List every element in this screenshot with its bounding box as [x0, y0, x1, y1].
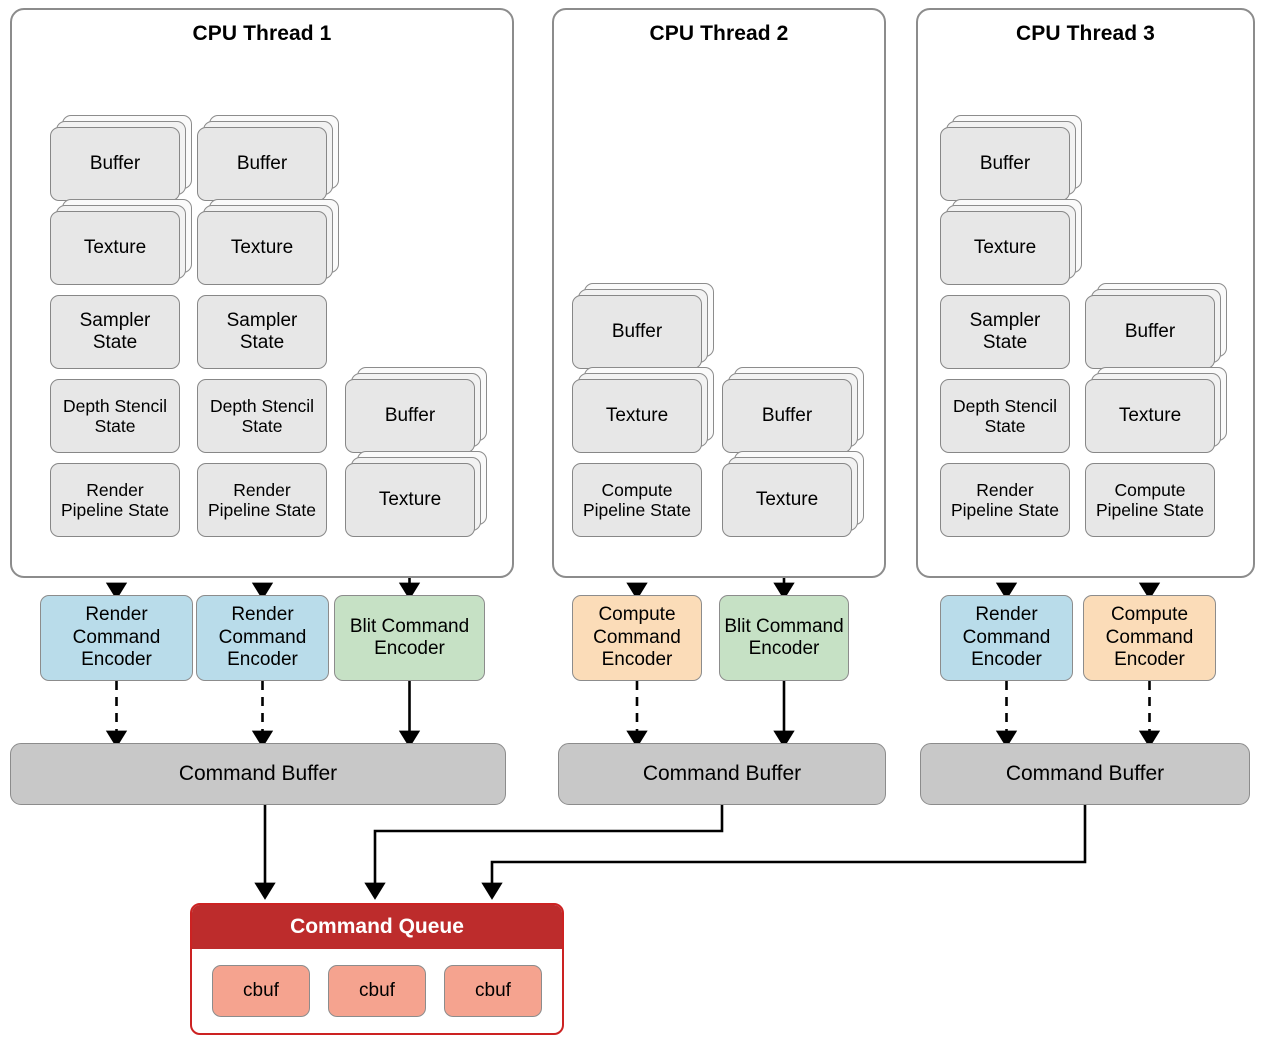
command-queue-items: cbuf cbuf cbuf [192, 949, 562, 1033]
resource-card[interactable]: Buffer [197, 115, 339, 201]
render-command-encoder[interactable]: Render Command Encoder [940, 595, 1073, 681]
command-buffer-1[interactable]: Command Buffer [10, 743, 506, 805]
blit-command-encoder[interactable]: Blit Command Encoder [719, 595, 849, 681]
queue-cbuf-item[interactable]: cbuf [328, 965, 426, 1017]
resource-card-label: Sampler State [50, 295, 180, 369]
resource-card-label: Depth Stencil State [197, 379, 327, 453]
resource-card[interactable]: Render Pipeline State [197, 463, 327, 537]
resource-card[interactable]: Texture [197, 199, 339, 285]
resource-card[interactable]: Render Pipeline State [50, 463, 180, 537]
resource-card-label: Texture [197, 211, 327, 285]
resource-card[interactable]: Texture [572, 367, 714, 453]
resource-card[interactable]: Texture [345, 451, 487, 537]
blit-command-encoder[interactable]: Blit Command Encoder [334, 595, 485, 681]
thread-title-1: CPU Thread 1 [192, 22, 332, 45]
command-queue-title: Command Queue [192, 905, 562, 949]
thread-title-2: CPU Thread 2 [649, 22, 789, 45]
resource-card-label: Buffer [572, 295, 702, 369]
resource-card[interactable]: Render Pipeline State [940, 463, 1070, 537]
resource-card[interactable]: Buffer [940, 115, 1082, 201]
resource-card[interactable]: Buffer [722, 367, 864, 453]
resource-card[interactable]: Compute Pipeline State [572, 463, 702, 537]
resource-card[interactable]: Sampler State [197, 295, 327, 369]
resource-card[interactable]: Buffer [1085, 283, 1227, 369]
render-command-encoder[interactable]: Render Command Encoder [40, 595, 193, 681]
resource-card-label: Texture [940, 211, 1070, 285]
resource-card[interactable]: Depth Stencil State [940, 379, 1070, 453]
resource-card[interactable]: Texture [1085, 367, 1227, 453]
resource-card[interactable]: Buffer [50, 115, 192, 201]
resource-card-label: Compute Pipeline State [572, 463, 702, 537]
resource-card-label: Buffer [50, 127, 180, 201]
resource-card-label: Depth Stencil State [940, 379, 1070, 453]
resource-card-label: Render Pipeline State [50, 463, 180, 537]
resource-card-label: Texture [572, 379, 702, 453]
resource-card-label: Render Pipeline State [940, 463, 1070, 537]
resource-card[interactable]: Buffer [345, 367, 487, 453]
resource-card[interactable]: Texture [940, 199, 1082, 285]
resource-card-label: Buffer [345, 379, 475, 453]
resource-card-label: Buffer [197, 127, 327, 201]
resource-card[interactable]: Sampler State [50, 295, 180, 369]
resource-card-label: Texture [50, 211, 180, 285]
render-command-encoder[interactable]: Render Command Encoder [196, 595, 329, 681]
resource-card[interactable]: Depth Stencil State [197, 379, 327, 453]
resource-card-label: Render Pipeline State [197, 463, 327, 537]
command-buffer-2[interactable]: Command Buffer [558, 743, 886, 805]
queue-cbuf-item[interactable]: cbuf [444, 965, 542, 1017]
resource-card[interactable]: Texture [722, 451, 864, 537]
resource-card-label: Compute Pipeline State [1085, 463, 1215, 537]
resource-card-label: Buffer [1085, 295, 1215, 369]
resource-card-label: Depth Stencil State [50, 379, 180, 453]
queue-cbuf-item[interactable]: cbuf [212, 965, 310, 1017]
command-queue[interactable]: Command Queue cbuf cbuf cbuf [190, 903, 564, 1035]
resource-card[interactable]: Buffer [572, 283, 714, 369]
thread-title-3: CPU Thread 3 [1016, 22, 1155, 45]
resource-card-label: Buffer [940, 127, 1070, 201]
resource-card-label: Buffer [722, 379, 852, 453]
resource-card-label: Texture [345, 463, 475, 537]
resource-card-label: Sampler State [197, 295, 327, 369]
resource-card[interactable]: Compute Pipeline State [1085, 463, 1215, 537]
resource-card-label: Sampler State [940, 295, 1070, 369]
resource-card[interactable]: Sampler State [940, 295, 1070, 369]
resource-card[interactable]: Texture [50, 199, 192, 285]
compute-command-encoder[interactable]: Compute Command Encoder [572, 595, 702, 681]
resource-card-label: Texture [1085, 379, 1215, 453]
resource-card-label: Texture [722, 463, 852, 537]
compute-command-encoder[interactable]: Compute Command Encoder [1083, 595, 1216, 681]
resource-card[interactable]: Depth Stencil State [50, 379, 180, 453]
command-buffer-3[interactable]: Command Buffer [920, 743, 1250, 805]
